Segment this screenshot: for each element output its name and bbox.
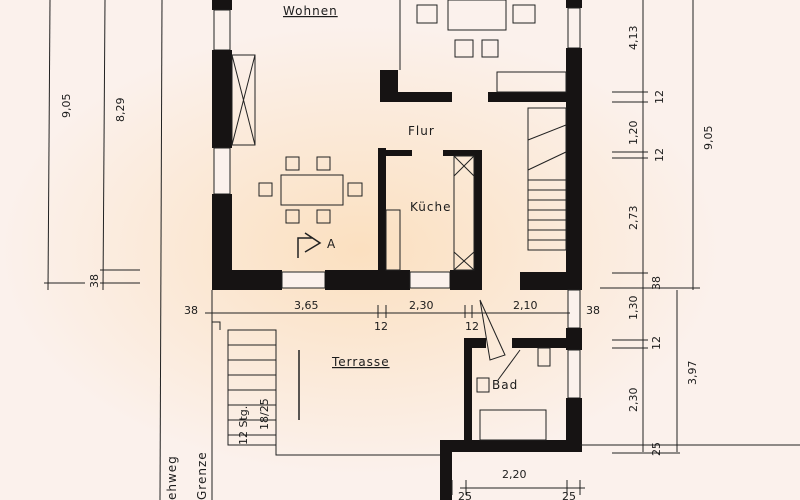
site-label-grenze: Grenze: [195, 451, 209, 500]
dim-left-total: 9,05: [60, 94, 73, 119]
dim-r-d4: 12: [653, 148, 666, 162]
dim-r-d1: 4,13: [627, 26, 640, 51]
dimension-lines-left: [44, 0, 163, 500]
stairs-exterior: [227, 329, 277, 446]
room-label-kueche: Küche: [410, 200, 451, 214]
room-label-terrasse: Terrasse: [331, 355, 390, 369]
room-label-bad: Bad: [492, 378, 518, 392]
dim-r-d6: 38: [650, 276, 663, 290]
dim-h-g2: 12: [465, 320, 479, 333]
stairs-interior: [527, 107, 567, 251]
dim-bottom-wall-right: 25: [562, 490, 576, 500]
dim-h-wall-right: 38: [586, 304, 600, 317]
site-label-gehweg: ehweg: [165, 455, 179, 500]
dim-r-d8: 12: [650, 336, 663, 350]
dim-r-d2: 12: [653, 90, 666, 104]
dim-r-d7: 1,30: [627, 296, 640, 321]
dim-left-wall: 38: [88, 274, 101, 288]
dim-left-inner: 8,29: [114, 98, 127, 123]
dim-bottom-width: 2,20: [502, 468, 527, 481]
dim-h-w1: 3,65: [294, 299, 319, 312]
stairs-steps-label: 12 Stg.: [237, 406, 250, 445]
dim-bottom-wall-left: 25: [458, 490, 472, 500]
dim-r-total: 9,05: [702, 126, 715, 151]
dim-r-d9: 2,30: [627, 388, 640, 413]
dimension-lines-right: [580, 0, 800, 454]
walls: [212, 0, 582, 500]
dim-h-wall-left: 38: [184, 304, 198, 317]
room-label-flur: Flur: [408, 124, 435, 138]
dim-h-g1: 12: [374, 320, 388, 333]
dim-r-d3: 1,20: [627, 121, 640, 146]
section-marker-a: A: [327, 237, 336, 251]
dim-r-d5: 2,73: [627, 206, 640, 231]
room-label-wohnen: Wohnen: [283, 4, 338, 18]
furniture: [211, 0, 567, 500]
dimension-lines-horizontal: [205, 305, 585, 495]
dim-h-w2: 2,30: [409, 299, 434, 312]
dim-r-d10: 25: [650, 442, 663, 456]
dim-h-w3: 2,10: [513, 299, 538, 312]
stairs-ratio-label: 18/25: [258, 398, 271, 430]
dim-r-sub-total: 3,97: [686, 361, 699, 386]
